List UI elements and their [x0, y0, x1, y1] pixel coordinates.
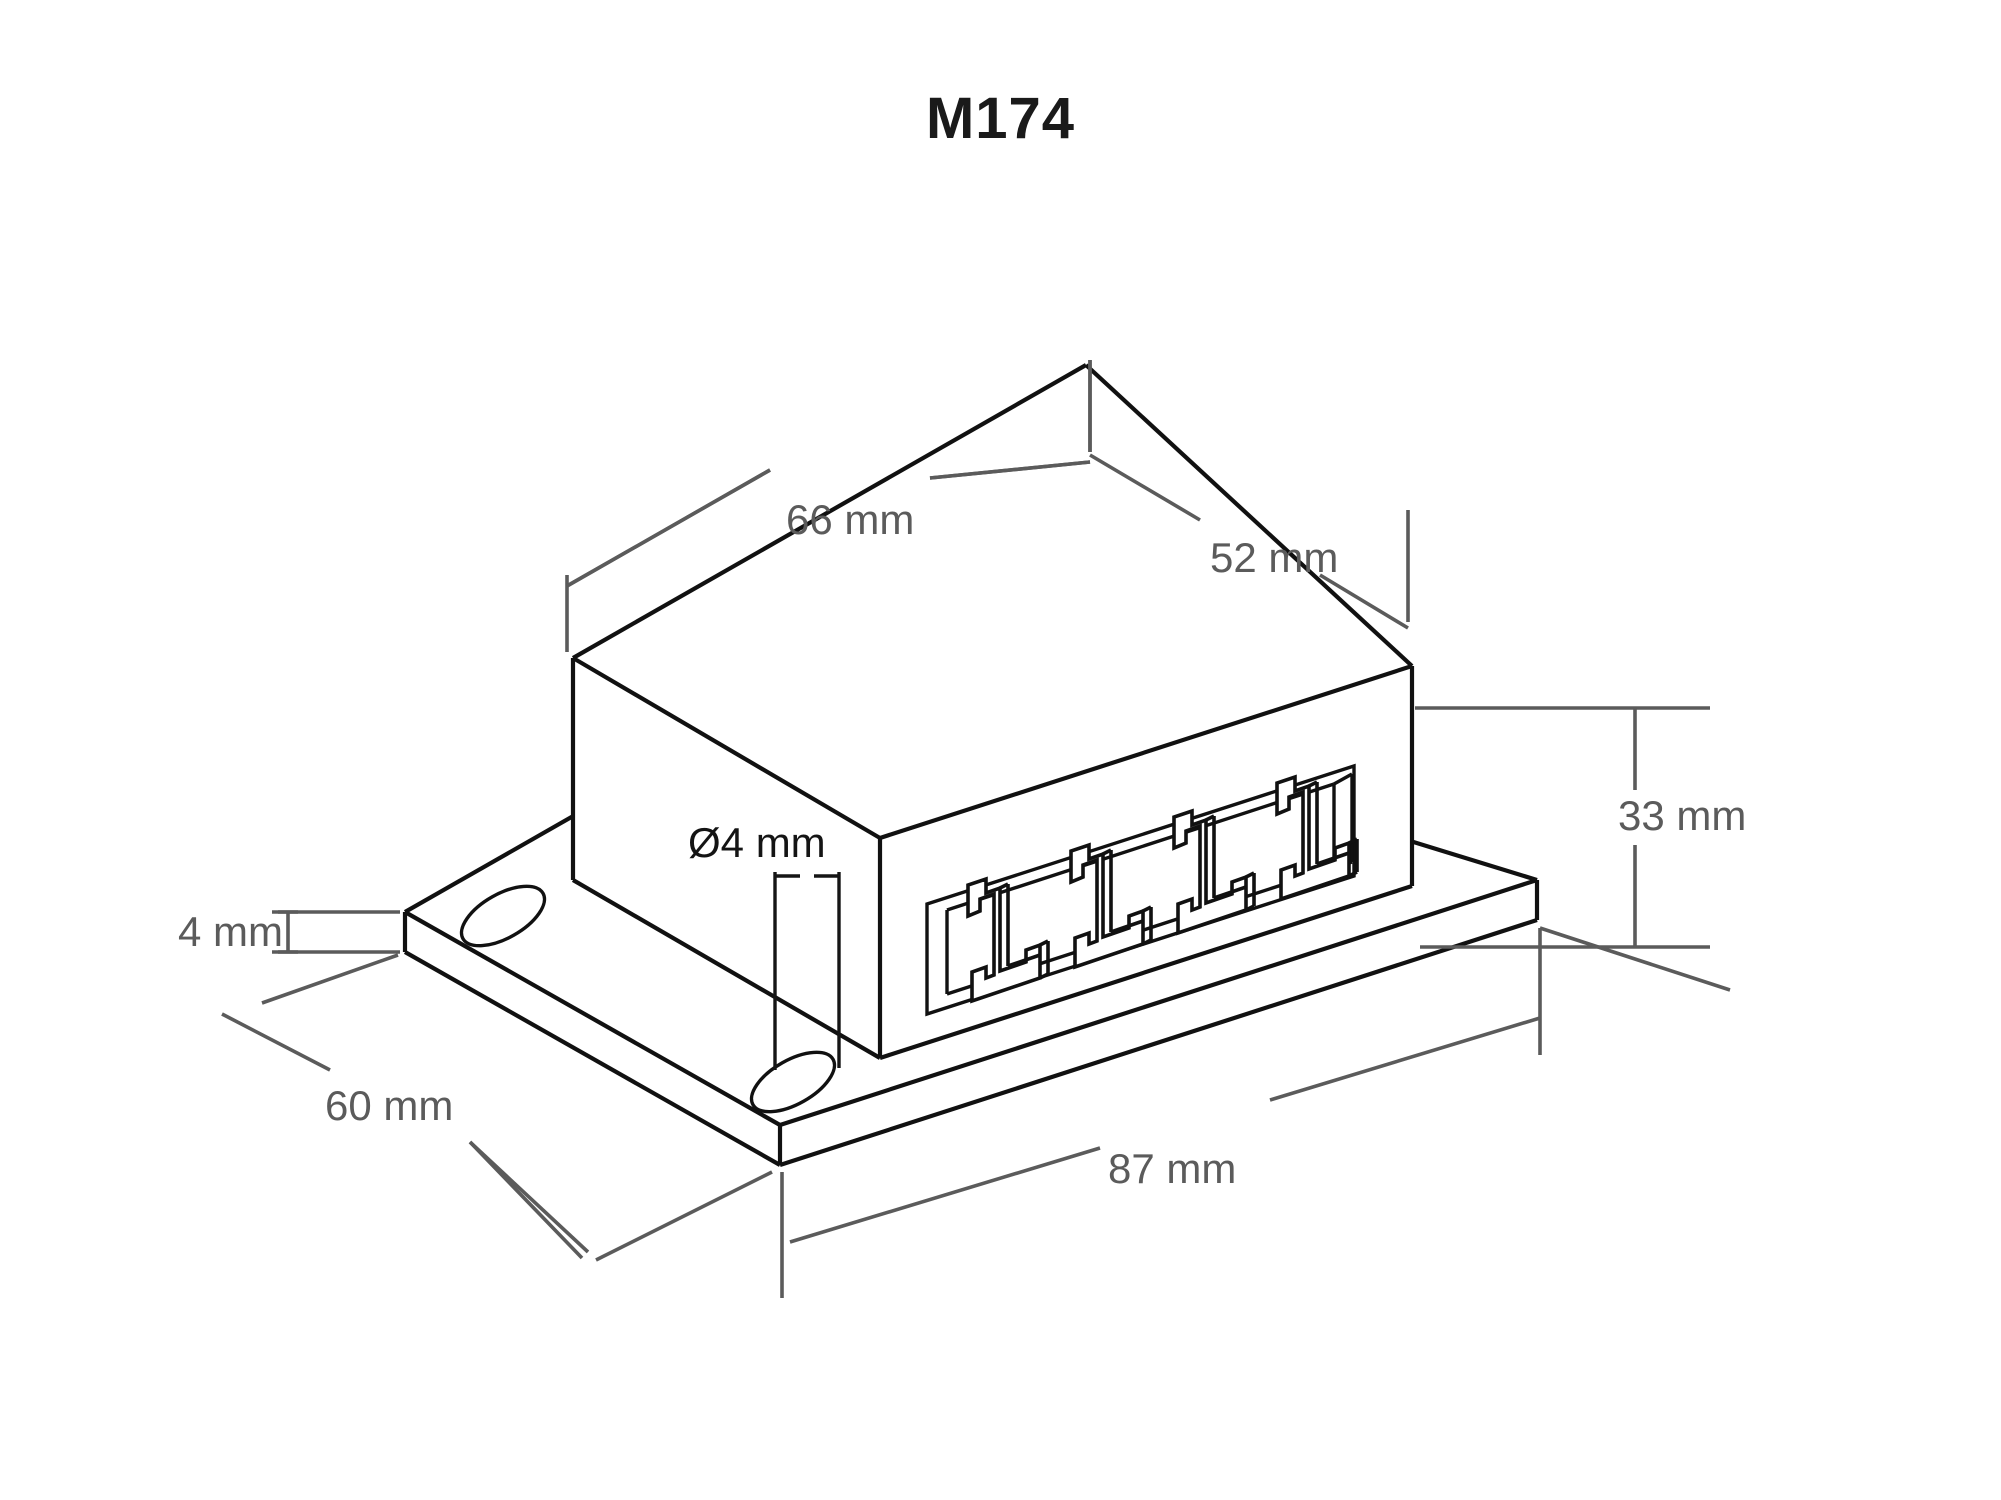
dimension-label-87mm: 87 mm: [1108, 1145, 1236, 1192]
mounting-hole-front: [749, 1050, 837, 1114]
page-title: M174: [925, 86, 1076, 151]
dimension-label-66mm: 66 mm: [786, 496, 914, 543]
terminal-blade-2: [1069, 842, 1153, 970]
terminal-blade-4: [1275, 774, 1359, 902]
dimension-label-52mm: 52 mm: [1210, 534, 1338, 581]
dimension-label-33mm: 33 mm: [1618, 792, 1746, 839]
dimension-60mm: 60 mm: [221, 953, 773, 1262]
dimension-label-hole-diameter: Ø4 mm: [688, 819, 826, 866]
terminal-blade-3: [1172, 808, 1256, 936]
dimension-label-4mm-plate: 4 mm: [178, 908, 283, 955]
dimension-33mm: 33 mm: [1415, 706, 1746, 949]
terminal-blade-1: [966, 876, 1050, 1004]
dimension-4mm-plate: 4 mm: [178, 908, 400, 955]
dimension-52mm: 52 mm: [1088, 360, 1410, 630]
mounting-hole-rear: [459, 884, 547, 948]
dimension-label-60mm: 60 mm: [325, 1082, 453, 1129]
dimension-87mm: 87 mm: [780, 926, 1731, 1298]
dimension-hole-diameter: Ø4 mm: [688, 819, 841, 1070]
